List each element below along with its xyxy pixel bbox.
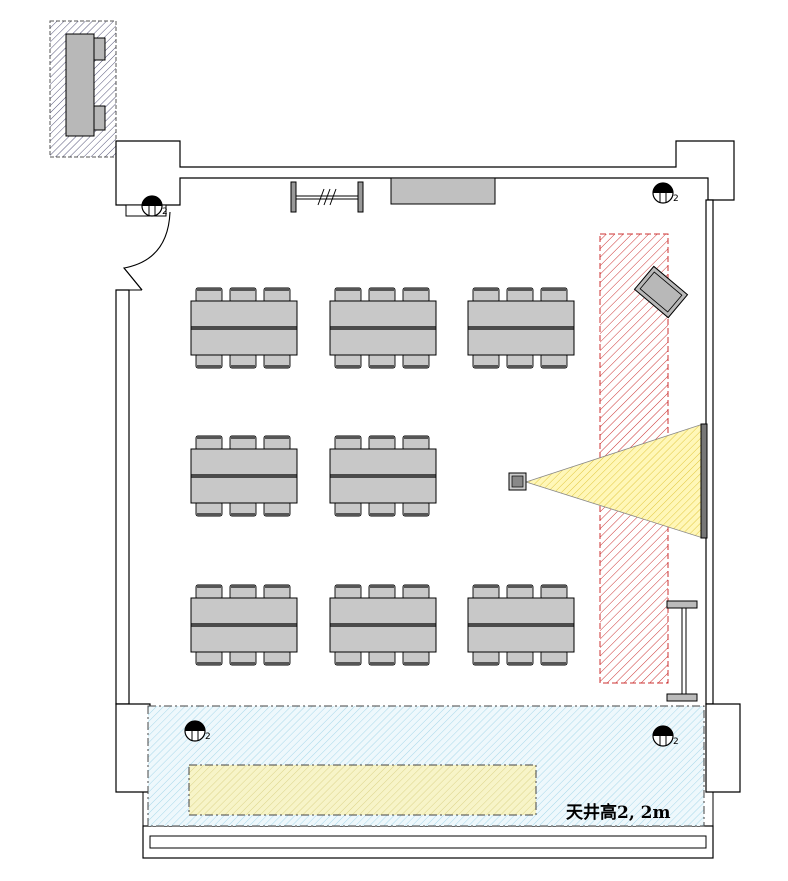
projector-icon (508, 472, 527, 491)
chair-back (231, 513, 255, 516)
table-groups (190, 287, 575, 666)
chair-back (231, 662, 255, 665)
chair-back (508, 662, 532, 665)
chair-back (336, 585, 360, 588)
chair-back (265, 662, 289, 665)
table-group (329, 287, 437, 369)
column-number: 2 (673, 194, 679, 204)
column-icon: 2 (184, 720, 211, 742)
chair-back (474, 585, 498, 588)
column-half (142, 196, 162, 206)
chair-back (265, 288, 289, 291)
table-group (329, 435, 437, 517)
chair-back (474, 662, 498, 665)
chair-back (336, 288, 360, 291)
chair-back (474, 288, 498, 291)
outdoor-unit-icon (49, 20, 117, 158)
room-walls (115, 140, 741, 859)
table (190, 597, 298, 653)
chair-back (197, 585, 221, 588)
chair-back (404, 585, 428, 588)
table-group (467, 287, 575, 369)
chair-back (370, 662, 394, 665)
chair-back (542, 365, 566, 368)
chair-back (542, 585, 566, 588)
chair-back (197, 436, 221, 439)
chair-back (197, 365, 221, 368)
lower-inner-zone (188, 764, 537, 816)
table (190, 448, 298, 504)
chair-back (370, 436, 394, 439)
table (329, 448, 437, 504)
table (329, 597, 437, 653)
whiteboard-icon (290, 181, 364, 213)
door-swing-icon (122, 204, 171, 291)
table-group (329, 584, 437, 666)
column-number: 2 (673, 737, 679, 747)
chair-back (404, 662, 428, 665)
screen-icon (700, 423, 708, 539)
chair-back (370, 365, 394, 368)
chair-back (231, 365, 255, 368)
column-half (185, 721, 205, 731)
chair-back (474, 365, 498, 368)
chair-back (231, 436, 255, 439)
chair-back (265, 513, 289, 516)
ceiling-height-label: 天井高2, 2m (566, 802, 670, 823)
chair-back (197, 288, 221, 291)
chair-back (370, 288, 394, 291)
chair-back (197, 513, 221, 516)
table (190, 300, 298, 356)
chair-back (336, 513, 360, 516)
chair-back (404, 513, 428, 516)
table-group (190, 584, 298, 666)
stand-icon (666, 600, 698, 702)
chair-back (508, 365, 532, 368)
column-icon: 2 (141, 195, 168, 217)
column-number: 2 (205, 732, 211, 742)
chair-back (265, 436, 289, 439)
chair-back (336, 365, 360, 368)
column-half (653, 183, 673, 193)
table-group (190, 287, 298, 369)
chair-back (370, 585, 394, 588)
chair-back (265, 365, 289, 368)
table-group (190, 435, 298, 517)
chair-back (404, 288, 428, 291)
chair-back (336, 436, 360, 439)
column-icon: 2 (652, 182, 679, 204)
chair-back (370, 513, 394, 516)
chair-back (265, 585, 289, 588)
chair-back (542, 662, 566, 665)
table (467, 597, 575, 653)
chair-back (542, 288, 566, 291)
cabinet-angled (633, 265, 689, 319)
column-half (653, 726, 673, 736)
chair-back (508, 585, 532, 588)
column-icon: 2 (652, 725, 679, 747)
chair-back (231, 288, 255, 291)
chair-back (197, 662, 221, 665)
chair-back (231, 585, 255, 588)
chair-back (404, 436, 428, 439)
table-group (467, 584, 575, 666)
table (467, 300, 575, 356)
column-markers: 2 2 2 2 (141, 182, 679, 747)
chair-back (508, 288, 532, 291)
chair-back (404, 365, 428, 368)
table (329, 300, 437, 356)
chair-back (336, 662, 360, 665)
column-number: 2 (162, 207, 168, 217)
cabinet (390, 177, 496, 205)
